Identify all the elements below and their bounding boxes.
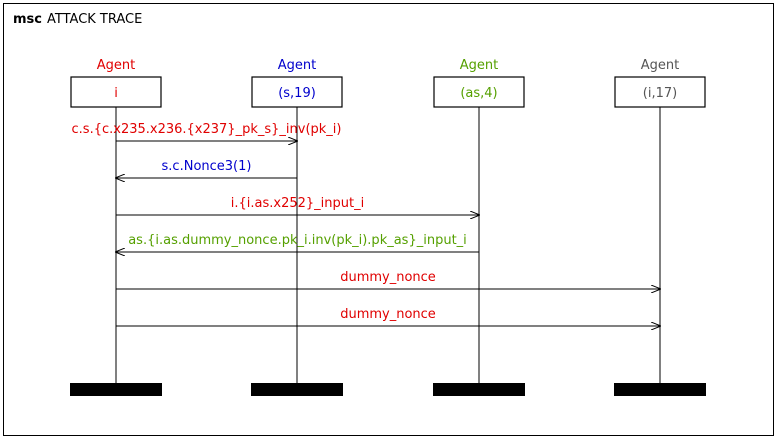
lifeline-end-bar [433,383,525,396]
agent-type-label: Agent [97,58,135,73]
title-keyword: msc [13,12,42,27]
lifeline-0: Agent i [70,58,162,396]
agent-type-label: Agent [460,58,498,73]
agent-name-label: (s,19) [278,86,316,101]
lifeline-3: Agent (i,17) [614,58,706,396]
agent-name-label: (as,4) [460,86,497,101]
agent-box [433,76,525,108]
lifeline-end-bar [251,383,343,396]
agent-type-label: Agent [641,58,679,73]
diagram-frame [3,3,774,436]
agent-box [251,76,343,108]
message-1: s.c.Nonce3(1) [116,159,297,178]
message-label: s.c.Nonce3(1) [162,159,252,174]
lifeline-2: Agent (as,4) [433,58,525,396]
lifeline-end-bar [614,383,706,396]
title-name: ATTACK TRACE [47,12,142,27]
message-4: dummy_nonce [116,270,660,289]
message-label: as.{i.as.dummy_nonce.pk_i.inv(pk_i).pk_a… [128,233,467,248]
message-5: dummy_nonce [116,307,660,326]
diagram-title: msc ATTACK TRACE [13,12,142,27]
agent-name-label: (i,17) [643,86,677,101]
message-0: c.s.{c.x235.x236.{x237}_pk_s}_inv(pk_i) [72,122,342,141]
message-label: dummy_nonce [340,307,436,322]
agent-name-label: i [114,86,118,101]
lifeline-1: Agent (s,19) [251,58,343,396]
message-2: i.{i.as.x252}_input_i [116,196,479,215]
agent-type-label: Agent [278,58,316,73]
message-label: i.{i.as.x252}_input_i [231,196,364,211]
message-label: c.s.{c.x235.x236.{x237}_pk_s}_inv(pk_i) [72,122,342,137]
lifeline-end-bar [70,383,162,396]
message-3: as.{i.as.dummy_nonce.pk_i.inv(pk_i).pk_a… [116,233,479,252]
message-label: dummy_nonce [340,270,436,285]
